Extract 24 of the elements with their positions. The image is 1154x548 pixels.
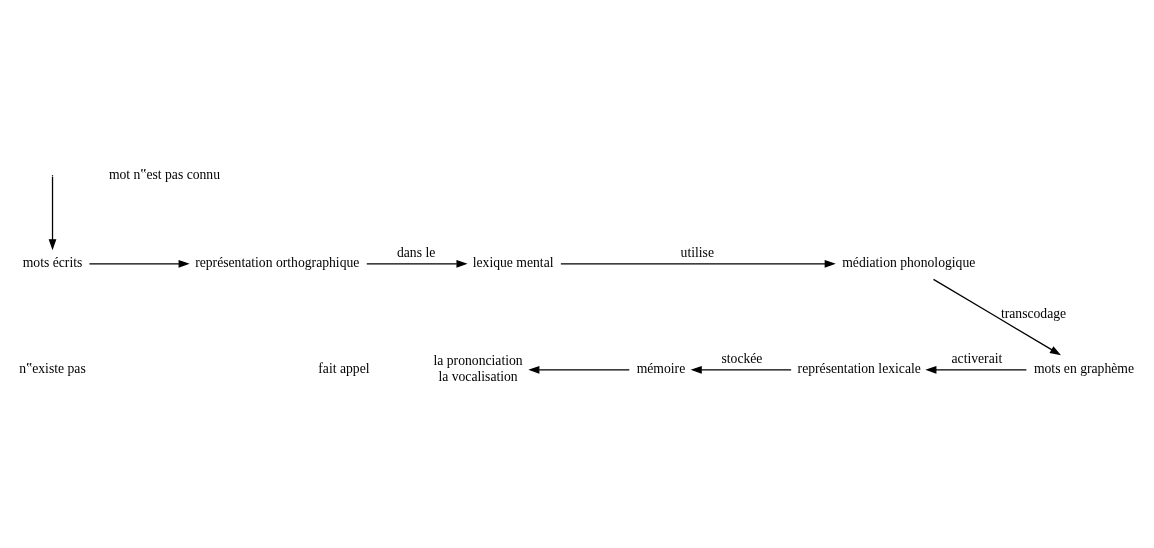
label: n‟existe pas	[19, 360, 86, 376]
node-text: la prononciation la vocalisation	[433, 352, 523, 384]
arrow	[48, 175, 57, 250]
node-text: représentation lexicale	[797, 360, 921, 376]
arrow	[366, 259, 468, 268]
node-text: mémoire	[636, 360, 686, 376]
arrow	[560, 259, 836, 268]
label: mot n‟est pas connu	[108, 166, 221, 182]
edge-label: transcodage	[1000, 305, 1067, 321]
arrow	[690, 365, 792, 374]
arrow	[932, 278, 1062, 355]
arrow	[528, 365, 630, 374]
node-text: représentation orthographique	[195, 254, 360, 270]
node-text: médiation phonologique	[842, 254, 976, 270]
label: fait appel	[318, 360, 370, 376]
node-text: mots en graphème	[1033, 360, 1135, 376]
edge-label: utilise	[680, 244, 714, 260]
edge-label: stockée	[721, 350, 763, 366]
arrow	[925, 365, 1028, 374]
edge-label: activerait	[951, 350, 1003, 366]
node-text: lexique mental	[472, 254, 554, 270]
arrow	[88, 259, 190, 268]
edge-label: dans le	[396, 244, 436, 260]
node-text: mots écrits	[22, 254, 83, 270]
